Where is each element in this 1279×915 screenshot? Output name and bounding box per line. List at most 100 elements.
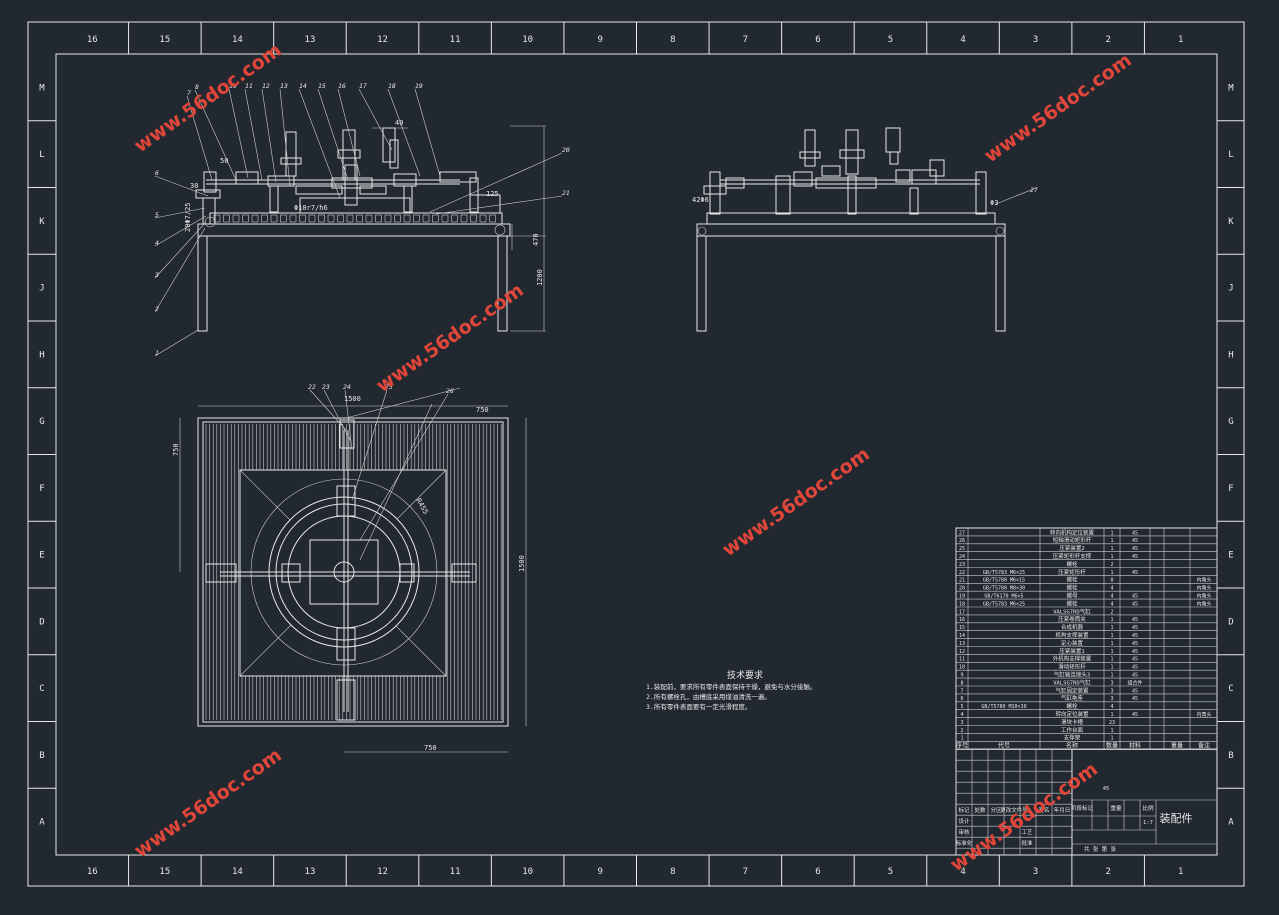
bom-qty: 1 (1110, 570, 1113, 576)
title-block-cell: 重量 (1110, 804, 1122, 812)
bom-qty: 1 (1110, 641, 1113, 647)
col-label-top: 4 (960, 35, 965, 45)
title-block-cell: 分区 (990, 806, 1002, 814)
bom-material: 45 (1132, 696, 1138, 702)
bom-index: 21 (959, 578, 965, 584)
col-label-bottom: 4 (960, 867, 965, 877)
part-callout: 22 (308, 383, 316, 391)
outer-frame (27, 21, 1245, 887)
part-callout: 18 (388, 82, 396, 90)
row-label-right: D (1228, 617, 1233, 627)
bom-note: 内角头 (1196, 585, 1211, 592)
bom-qty: 8 (1110, 578, 1113, 584)
watermark-text: www.56doc.com (130, 744, 285, 862)
title-block-cell: 设计 (958, 817, 970, 825)
part-callout: 23 (322, 383, 330, 391)
bom-material: 45 (1132, 538, 1138, 544)
bom-index: 18 (959, 601, 965, 607)
dim-shaft: Φ10r7/h6 (294, 204, 328, 212)
bom-material: 45 (1132, 625, 1138, 631)
bom-material: 45 (1132, 554, 1138, 560)
bom-qty: 1 (1110, 649, 1113, 655)
bom-name: 压紧装置2 (1059, 544, 1084, 552)
bom-code: GB/T6170 M6×5 (984, 594, 1023, 600)
bom-qty: 4 (1110, 586, 1113, 592)
dim-125: 125 (486, 190, 499, 198)
col-label-top: 6 (815, 35, 820, 45)
bom-name: 定心装置 (1061, 639, 1084, 647)
col-label-bottom: 11 (450, 867, 461, 877)
title-block-cell: 工艺 (1021, 829, 1033, 836)
dim-side: 20Φ7/25 (184, 202, 192, 232)
bom-header-cell: 数量 (1106, 742, 1118, 750)
bom-index: 10 (959, 665, 965, 671)
tech-req-line-3: 3.所有零件表面要有一定光滑程度。 (646, 702, 751, 711)
row-label-right: G (1228, 417, 1233, 427)
dim-750-left: 750 (172, 443, 180, 456)
title-block-cell: 标记 (958, 806, 970, 814)
bom-material: 45 (1132, 657, 1138, 663)
bom-qty: 1 (1110, 625, 1113, 631)
col-label-bottom: 7 (743, 867, 748, 877)
col-label-bottom: 13 (305, 867, 316, 877)
bom-index: 16 (959, 617, 965, 623)
bom-material: 45 (1132, 673, 1138, 679)
bom-qty: 1 (1110, 657, 1113, 663)
row-label-left: M (39, 83, 45, 93)
bom-header-cell: 备注 (1198, 742, 1210, 750)
part-callout: 26 (446, 387, 454, 395)
watermark-text: www.56doc.com (946, 758, 1101, 876)
col-label-top: 3 (1033, 35, 1038, 45)
side-view (696, 127, 1037, 332)
inner-frame (55, 53, 1218, 856)
bom-index: 14 (959, 633, 965, 639)
dim-750-top: 750 (476, 406, 489, 414)
bom-index: 8 (960, 680, 963, 686)
row-label-right: K (1228, 217, 1234, 227)
col-label-bottom: 5 (888, 867, 893, 877)
bom-qty: 4 (1110, 601, 1113, 607)
bom-index: 9 (960, 673, 963, 679)
col-label-bottom: 14 (232, 867, 243, 877)
bom-name: 螺栓 (1066, 560, 1078, 568)
bom-index: 23 (959, 562, 965, 568)
part-callout: 4 (155, 239, 159, 247)
col-label-top: 14 (232, 35, 243, 45)
row-label-right: A (1228, 818, 1234, 828)
row-label-left: E (39, 551, 44, 561)
watermark-text: www.56doc.com (372, 279, 527, 397)
tech-req-title: 技术要求 (727, 669, 763, 681)
zone-grid: 1616151514141313121211111010998877665544… (28, 22, 1244, 886)
bom-name: VALSG7RO气缸 (1053, 607, 1091, 615)
bom-note: 内角头 (1196, 593, 1211, 600)
bom-material: 45 (1132, 641, 1138, 647)
bom-index: 5 (960, 704, 963, 710)
bom-name: 滑块卡槽 (1061, 718, 1084, 726)
bom-name: 螺母 (1066, 592, 1078, 600)
bom-name: 支撑架 (1064, 734, 1081, 742)
bom-material: 45 (1132, 665, 1138, 671)
bom-qty: 1 (1110, 665, 1113, 671)
col-label-bottom: 6 (815, 867, 820, 877)
bom-code: GB/T5780 M8×30 (983, 586, 1025, 592)
row-label-left: H (39, 350, 44, 360)
part-callout: 8 (195, 83, 199, 91)
tech-req-line-1: 1.装配前，要求所有零件表面保持干燥，避免与水分接触。 (646, 682, 816, 691)
bom-name: 转向机构定位装置 (1050, 528, 1095, 536)
bom-index: 17 (959, 609, 965, 615)
bom-index: 19 (959, 594, 965, 600)
part-callout: 16 (338, 82, 346, 90)
bom-qty: 23 (1109, 720, 1115, 726)
part-callout: 20 (562, 146, 570, 154)
bom-name: 工作台面 (1061, 726, 1084, 734)
part-callout: 11 (245, 82, 253, 90)
bom-qty: 1 (1110, 736, 1113, 742)
part-callout: 13 (280, 82, 288, 90)
part-callout: 1 (155, 349, 159, 357)
title-block-cell: 共 张 第 张 (1084, 845, 1116, 853)
bom-name: 压紧矩形杆 (1058, 568, 1086, 576)
dim-40: 40 (395, 119, 403, 127)
col-label-bottom: 12 (377, 867, 388, 877)
